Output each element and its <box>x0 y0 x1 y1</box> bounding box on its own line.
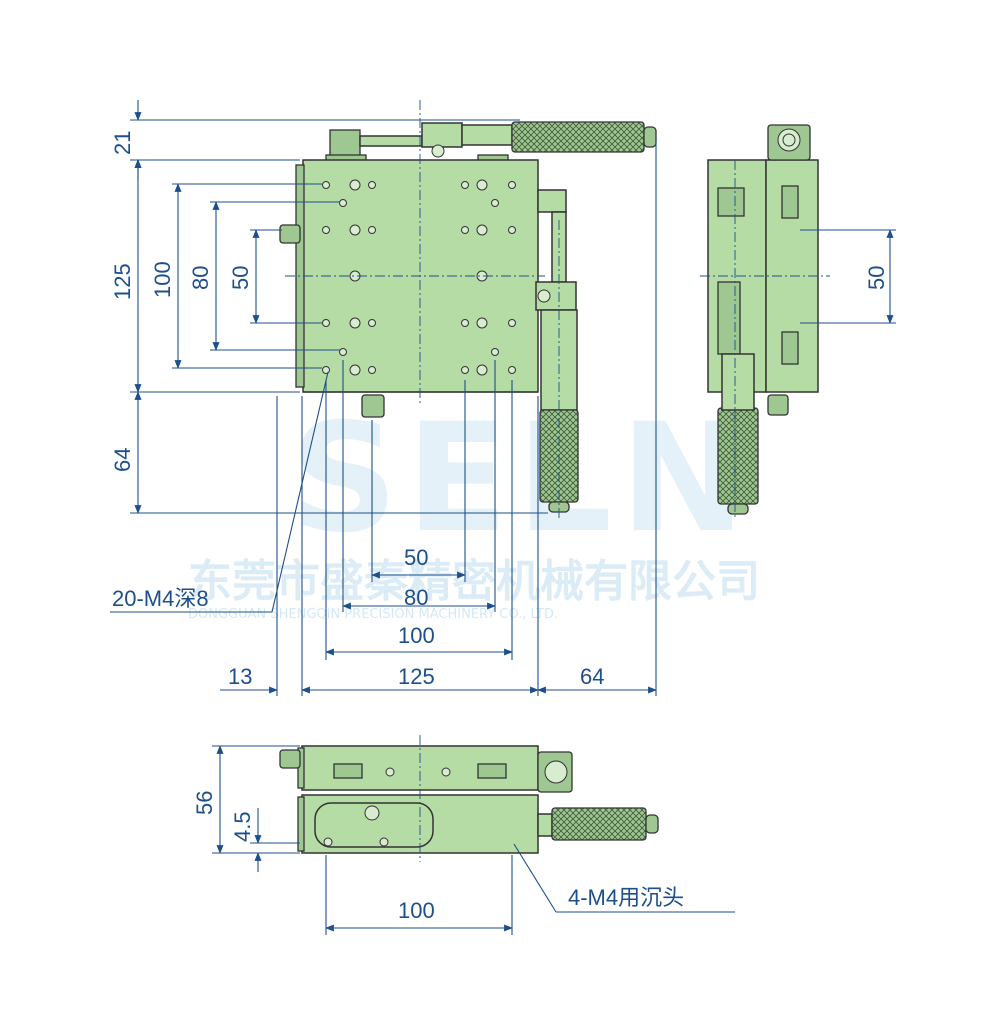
dim-top-offset: 21 <box>110 131 135 155</box>
dim-bottom-80: 80 <box>404 585 428 610</box>
dim-bottom-50: 50 <box>404 545 428 570</box>
dim-front-4-5: 4.5 <box>230 811 255 842</box>
dim-front-100: 100 <box>398 898 435 923</box>
side-micrometer-knurl <box>717 407 759 505</box>
top-view <box>279 100 657 520</box>
dim-height-80: 80 <box>188 266 213 290</box>
watermark-company-cn: 东莞市盛秦精密机械有限公司 <box>188 556 760 607</box>
dimensions: 21 125 100 80 50 64 50 50 80 100 13 125 <box>110 100 896 935</box>
dim-height-64: 64 <box>110 448 135 472</box>
dim-right-64: 64 <box>580 664 604 689</box>
dim-height-50: 50 <box>228 266 253 290</box>
dim-side-50: 50 <box>864 266 889 290</box>
dim-left-13: 13 <box>228 664 252 689</box>
dim-height-100: 100 <box>150 261 175 298</box>
top-micrometer-knurl <box>511 121 645 153</box>
top-micrometer-mount <box>329 129 361 159</box>
callout-tapped-holes: 20-M4深8 <box>112 586 209 611</box>
watermark: SELN 东莞市盛秦精密机械有限公司 DONGGUAN SHENGQIN PRE… <box>188 392 760 622</box>
dim-front-56: 56 <box>192 791 217 815</box>
dim-height-125: 125 <box>110 263 135 300</box>
watermark-company-en: DONGGUAN SHENGQIN PRECISION MACHINERY CO… <box>188 607 558 622</box>
callout-counterbore: 4-M4用沉头 <box>568 885 684 910</box>
front-micrometer-knurl <box>551 807 647 841</box>
dim-width-125: 125 <box>398 664 435 689</box>
dim-bottom-100: 100 <box>398 623 435 648</box>
side-view <box>700 124 830 520</box>
watermark-logo: SELN <box>290 392 754 566</box>
top-holes <box>322 179 516 376</box>
front-view <box>279 735 659 862</box>
